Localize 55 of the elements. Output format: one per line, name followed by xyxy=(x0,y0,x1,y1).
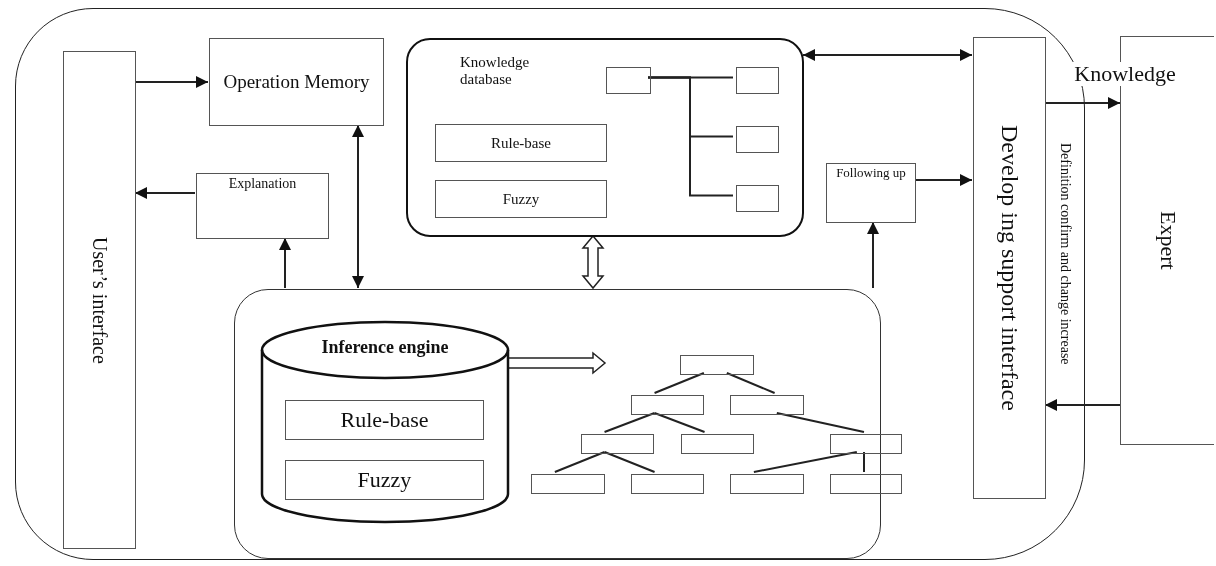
empty-box xyxy=(830,434,902,454)
connector-line xyxy=(775,412,865,433)
panel-label: User’s interface xyxy=(88,236,111,364)
empty-box xyxy=(736,126,779,153)
empty-box xyxy=(730,395,804,415)
arrow xyxy=(134,76,209,88)
arrow xyxy=(867,221,879,289)
box-label: Following up xyxy=(836,166,906,181)
empty-box xyxy=(681,434,754,454)
arrow xyxy=(1044,399,1121,411)
process-box xyxy=(209,38,384,126)
empty-box xyxy=(680,355,754,375)
empty-box xyxy=(631,474,704,494)
arrow xyxy=(279,237,291,289)
module-box xyxy=(285,400,484,440)
empty-box xyxy=(531,474,605,494)
arrow xyxy=(352,124,364,289)
process-box xyxy=(196,173,329,239)
empty-box xyxy=(736,185,779,212)
panel-label: Develop ing support interface xyxy=(996,125,1023,411)
connector-line xyxy=(863,451,865,473)
box-label: Explanation xyxy=(228,176,297,192)
empty-box xyxy=(606,67,651,94)
empty-box xyxy=(581,434,654,454)
empty-box xyxy=(730,474,804,494)
connector-line xyxy=(647,76,734,197)
module-box xyxy=(435,124,607,162)
panel-label: Expert xyxy=(1155,211,1180,270)
arrow xyxy=(134,187,196,199)
arrow xyxy=(914,174,973,186)
empty-box xyxy=(830,474,902,494)
cylinder-label: Inference engine xyxy=(321,338,449,358)
module-box xyxy=(285,460,484,500)
empty-box xyxy=(631,395,704,415)
box-label: Fuzzy xyxy=(357,467,412,493)
database-panel xyxy=(406,38,804,237)
interface-panel xyxy=(63,51,136,549)
connector-line xyxy=(553,451,606,473)
connector-line xyxy=(653,372,705,394)
module-box xyxy=(435,180,607,218)
arrow xyxy=(802,49,973,61)
connector-line xyxy=(603,412,656,433)
box-label: Rule-base xyxy=(340,407,429,433)
connector-line xyxy=(725,372,776,394)
panel-title: Knowledge database xyxy=(460,54,531,87)
box-label: Fuzzy xyxy=(502,190,540,208)
process-box xyxy=(826,163,916,223)
arrow xyxy=(1044,97,1121,109)
interface-panel xyxy=(973,37,1046,499)
block-arrow xyxy=(507,351,607,375)
block-arrow xyxy=(581,234,605,290)
box-label: Rule-base xyxy=(491,134,551,152)
empty-box xyxy=(736,67,779,94)
box-label: Operation Memory xyxy=(223,71,370,93)
connector-line xyxy=(752,451,858,473)
